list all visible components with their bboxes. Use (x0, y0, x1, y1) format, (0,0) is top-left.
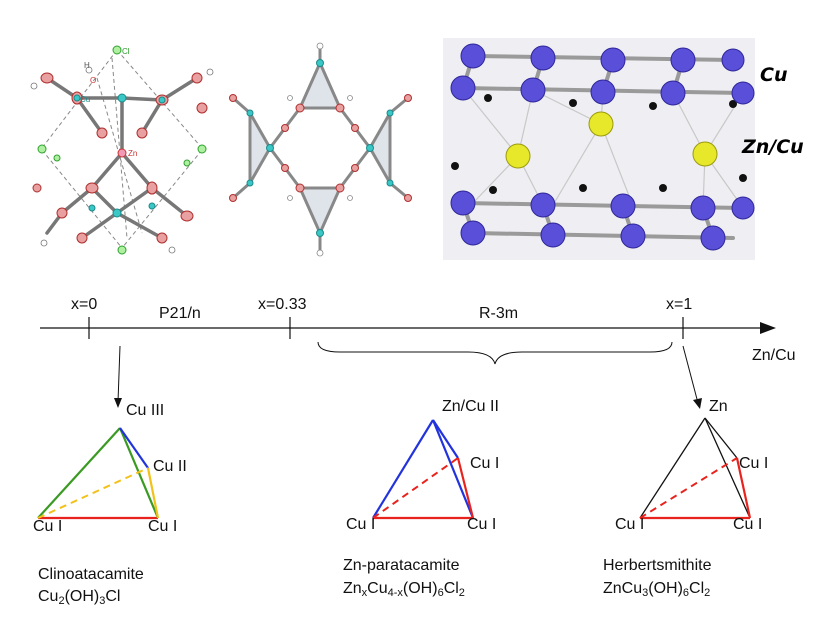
formula-zn-paratacamite: ZnxCu4-x(OH)6Cl2 (343, 580, 465, 599)
vertex-label-cu-i-mid: Cu I (739, 455, 769, 472)
vertex-label-zn: Zn (709, 398, 728, 415)
phase-label-r3m: R-3m (479, 305, 519, 322)
crystal-drawing (450, 43, 755, 251)
formula-herbertsmithite: ZnCu3(OH)6Cl2 (603, 580, 711, 599)
tick-label-x1: x=1 (666, 296, 693, 313)
phase-label-p21n: P21/n (159, 305, 201, 322)
crystal-label-zncu: Zn/Cu (742, 136, 804, 158)
vertex-label-cu-ii: Cu II (153, 458, 187, 475)
atom-label-o: O (90, 76, 96, 85)
atom-label-h: H (84, 61, 90, 70)
vertex-label-cu-iii: Cu III (126, 402, 165, 419)
r3m-brace (317, 341, 673, 365)
atom-label-cl: Cl (122, 47, 130, 56)
tetrahedron-clinoatacamite (37, 427, 160, 520)
mineral-name-herbertsmithite: Herbertsmithite (603, 557, 712, 574)
crystal-label-cu: Cu (760, 64, 788, 86)
tetrahedron-herbertsmithite (639, 417, 752, 520)
atom-label-zn: Zn (128, 149, 137, 158)
vertex-label-cu-i-left: Cu I (33, 518, 63, 535)
vertex-label-cu-i-left: Cu I (346, 516, 376, 533)
vertex-label-cu-i-left: Cu I (615, 516, 645, 533)
mineral-name-clinoatacamite: Clinoatacamite (38, 566, 144, 583)
vertex-label-cu-i-mid: Cu I (470, 455, 500, 472)
clinoatacamite-structure-image: Cl H O Cu Zn (30, 45, 214, 255)
vertex-label-cu-i-right: Cu I (467, 516, 497, 533)
axis-label-zncu: Zn/Cu (752, 347, 796, 364)
kagome-layer-image (229, 42, 412, 257)
tick-label-x0: x=0 (71, 296, 98, 313)
tetrahedron-zn-paratacamite (372, 419, 475, 520)
atom-label-cu: Cu (80, 95, 90, 104)
mineral-name-zn-paratacamite: Zn-paratacamite (343, 557, 460, 574)
vertex-label-zncu-ii: Zn/Cu II (442, 398, 499, 415)
vertex-label-cu-i-right: Cu I (148, 518, 178, 535)
tick-label-x033: x=0.33 (258, 296, 307, 313)
vertex-label-cu-i-right: Cu I (733, 516, 763, 533)
formula-clinoatacamite: Cu2(OH)3Cl (38, 588, 121, 607)
